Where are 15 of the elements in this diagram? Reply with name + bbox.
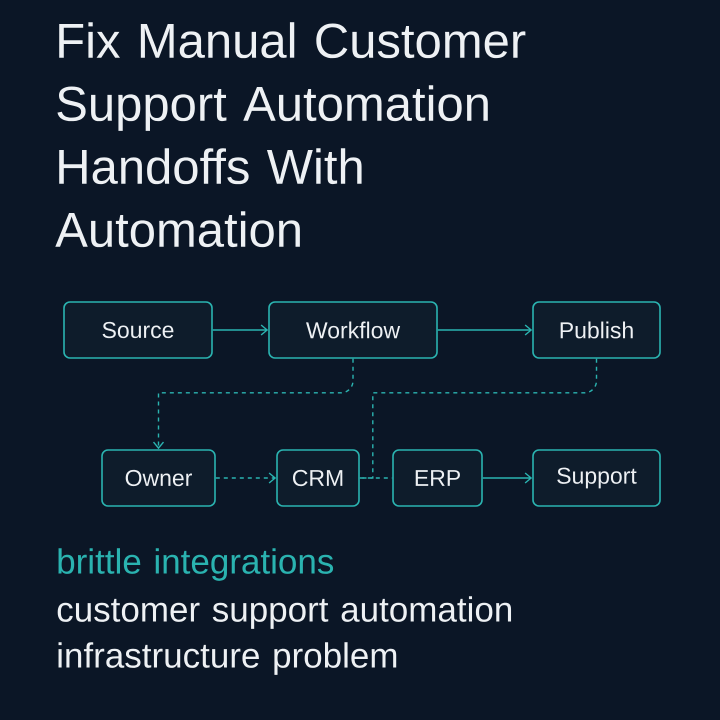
arrow <box>438 324 532 336</box>
process-box: ERP <box>392 449 483 507</box>
process-box: CRM <box>276 449 360 507</box>
arrow <box>482 472 532 484</box>
subtitle: brittle integrations <box>58 548 334 581</box>
arrow <box>212 324 268 336</box>
process-box: Publish <box>532 301 661 359</box>
process-box: Owner <box>101 449 216 507</box>
arrow <box>152 358 354 450</box>
title: Fix Manual Customer Support Automation Handoffs With Automation <box>55 22 526 248</box>
caption-text: customer support automation infrastructure problem <box>58 596 512 675</box>
process-box: Support <box>532 449 661 507</box>
process-box: Source <box>63 301 213 359</box>
process-box: Workflow <box>268 301 438 359</box>
arrow <box>216 472 276 484</box>
